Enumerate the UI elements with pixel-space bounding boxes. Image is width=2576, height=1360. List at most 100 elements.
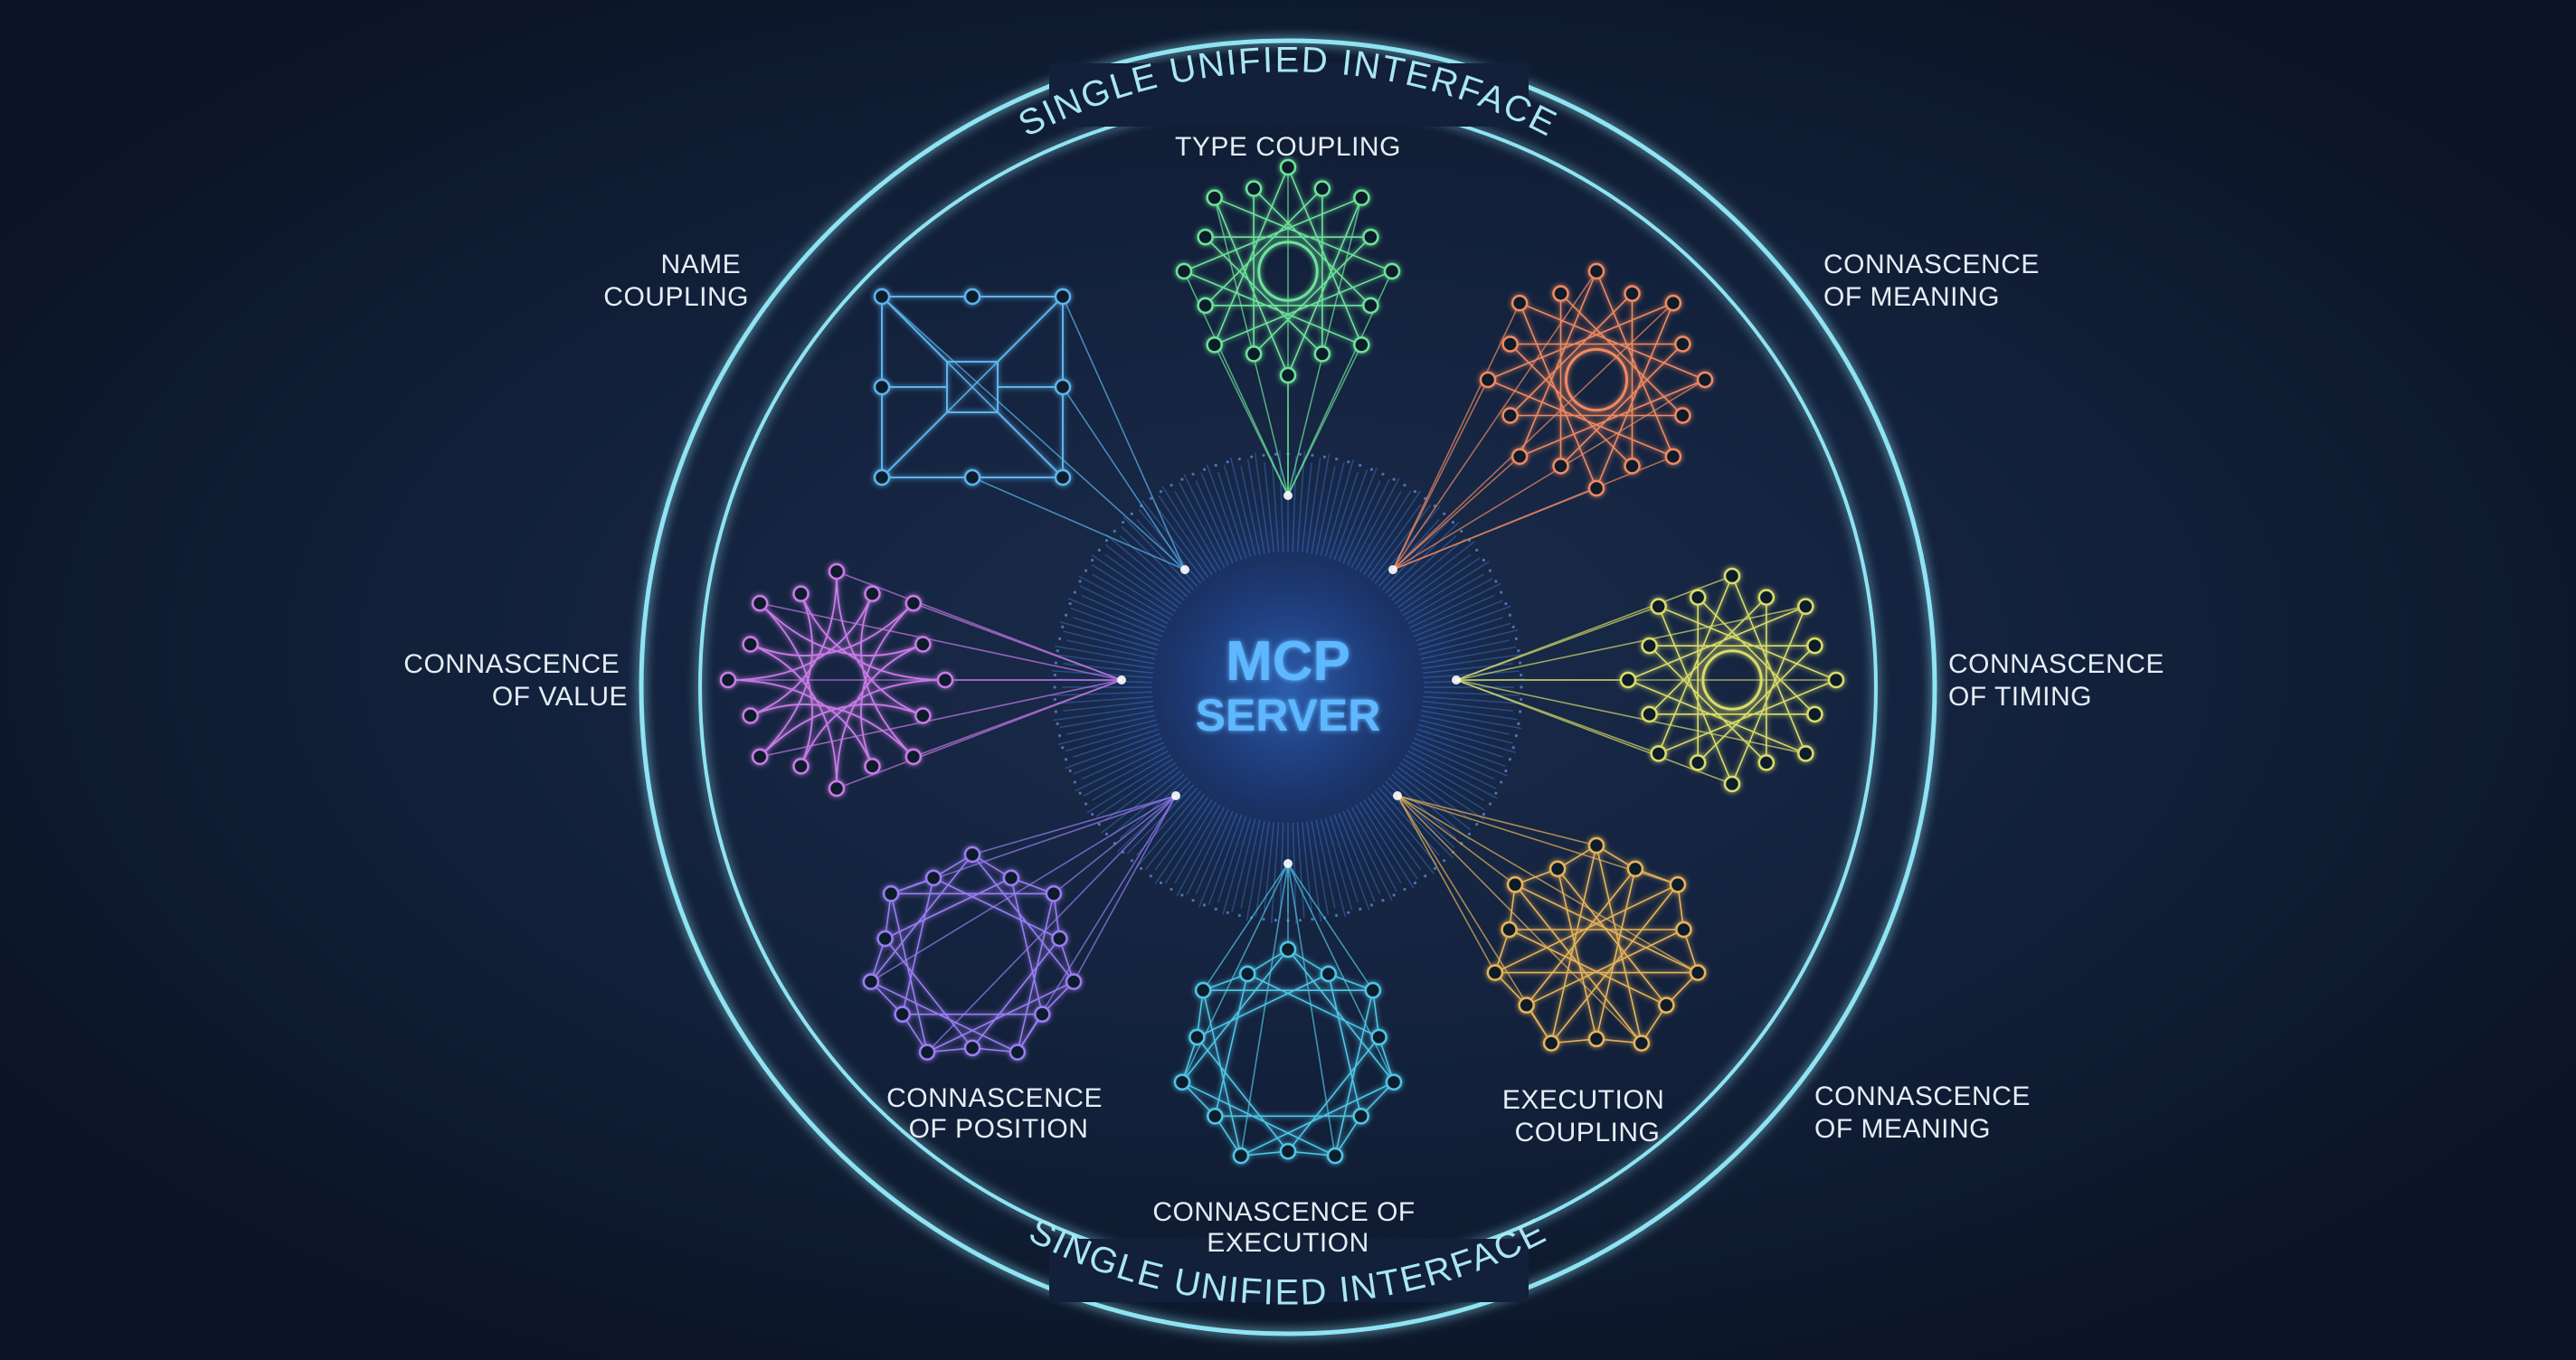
hub-dot (1262, 917, 1265, 921)
hub-ray (1198, 812, 1238, 908)
hub-ray (1053, 705, 1154, 722)
hub-ray (1154, 504, 1209, 579)
hub-ray (1419, 628, 1519, 656)
connector-fan (870, 791, 1180, 1053)
hub-ray (1078, 575, 1169, 625)
hub-ray (1231, 818, 1256, 912)
hub-dot (1056, 649, 1059, 653)
hub-dot (1508, 613, 1511, 617)
hub-ray (1301, 462, 1312, 552)
hub-ray (1350, 807, 1397, 892)
hub-ray (1179, 482, 1226, 568)
hub-dot (1097, 548, 1101, 552)
hub-ray (1421, 710, 1522, 730)
hub-ray (1059, 621, 1159, 651)
hub-dot (1053, 697, 1056, 702)
hub-dot (1488, 569, 1492, 572)
hub-ray (1394, 770, 1472, 831)
hub-ray (1255, 821, 1270, 917)
hub-dot (1433, 866, 1436, 871)
hub-ray (1154, 796, 1209, 871)
hub-ray (1416, 617, 1503, 647)
hub-ray (1054, 645, 1155, 665)
hub-dot (1500, 780, 1503, 784)
hub-dot (1443, 512, 1446, 515)
hub-ray (1121, 525, 1191, 594)
hub-dot (1347, 911, 1350, 914)
hub-dot (1140, 866, 1143, 871)
hub-dot (1335, 913, 1339, 917)
hub-ray (1347, 808, 1393, 901)
hub-ray (1091, 553, 1177, 612)
hub-ray (1154, 798, 1213, 884)
hub-dot (1482, 812, 1485, 817)
hub-ray (1144, 793, 1206, 871)
hub-title-line1: MCP (1226, 630, 1350, 693)
clusters (719, 158, 1845, 1165)
hub-dot (1460, 529, 1463, 533)
hub-ray (1296, 450, 1306, 552)
hub-dot (1311, 917, 1314, 921)
hub-ray (1296, 822, 1305, 919)
hub-ray (1329, 816, 1359, 902)
hub-ray (1056, 695, 1153, 704)
hub-ray (1409, 582, 1501, 628)
hub-ray (1104, 553, 1179, 609)
hub-dot (1511, 625, 1515, 628)
hub-ray (1409, 746, 1497, 789)
label-connascence-of-position: CONNASCENCE OF POSITION (886, 1083, 1111, 1144)
hub-dot (1104, 539, 1109, 543)
hub-ray (1387, 777, 1457, 839)
hub-dot (1237, 913, 1241, 917)
hub-ray (1338, 467, 1378, 562)
hub-ray (1333, 814, 1370, 911)
hub-dot (1322, 455, 1326, 458)
grid-network-icon (873, 288, 1072, 486)
hub-dot (1381, 472, 1385, 476)
connector-fan (728, 571, 1126, 789)
hub-ray (1394, 541, 1475, 605)
hub-ray (1186, 808, 1229, 896)
connector-fan (1393, 791, 1699, 1044)
hub-dot (1068, 601, 1072, 606)
hub-ray (1363, 490, 1422, 576)
hub-ray (1183, 474, 1229, 566)
hub-ray (1073, 728, 1160, 758)
label-execution-coupling: EXECUTION COUPLING (1502, 1085, 1672, 1148)
hub-ray (1405, 573, 1484, 620)
outer-ring (639, 38, 1937, 1336)
hub-dot (1180, 477, 1184, 481)
hub-ray (1195, 810, 1234, 894)
hub-ray (1292, 456, 1297, 552)
ring-label-mask-top (1049, 63, 1529, 127)
hub-ray (1073, 617, 1160, 647)
hub-dot (1518, 661, 1522, 665)
mesh-network-icon (862, 845, 1083, 1061)
hub-ray (1421, 646, 1517, 665)
hub-ray (1397, 553, 1472, 609)
hub-dot (1214, 464, 1217, 468)
hub-dot (1149, 496, 1152, 500)
star-network-icon (1479, 262, 1714, 497)
hub-dot (1504, 601, 1508, 606)
hub-ray (1279, 822, 1284, 919)
hub-ray (1081, 741, 1165, 780)
hub-dot (1392, 893, 1396, 897)
hub-ray (1359, 801, 1415, 889)
connector-fan (1452, 575, 1836, 785)
hub-ray (1405, 754, 1484, 801)
hub-dot (1149, 874, 1152, 878)
hub-dot (1237, 458, 1241, 461)
hub-dot (1451, 520, 1455, 524)
hub-ray (1141, 500, 1206, 581)
hub-ray (1101, 770, 1182, 834)
hub-ray (1161, 486, 1217, 573)
hub-dot (1058, 637, 1062, 640)
hub-dot (1504, 769, 1508, 773)
hub-ray (1083, 750, 1169, 797)
hub-ray (1411, 741, 1495, 780)
hub-ray (1306, 821, 1322, 922)
hub-dot (1488, 802, 1492, 806)
hub-dot (1056, 722, 1059, 725)
hub-dot (1121, 520, 1125, 524)
